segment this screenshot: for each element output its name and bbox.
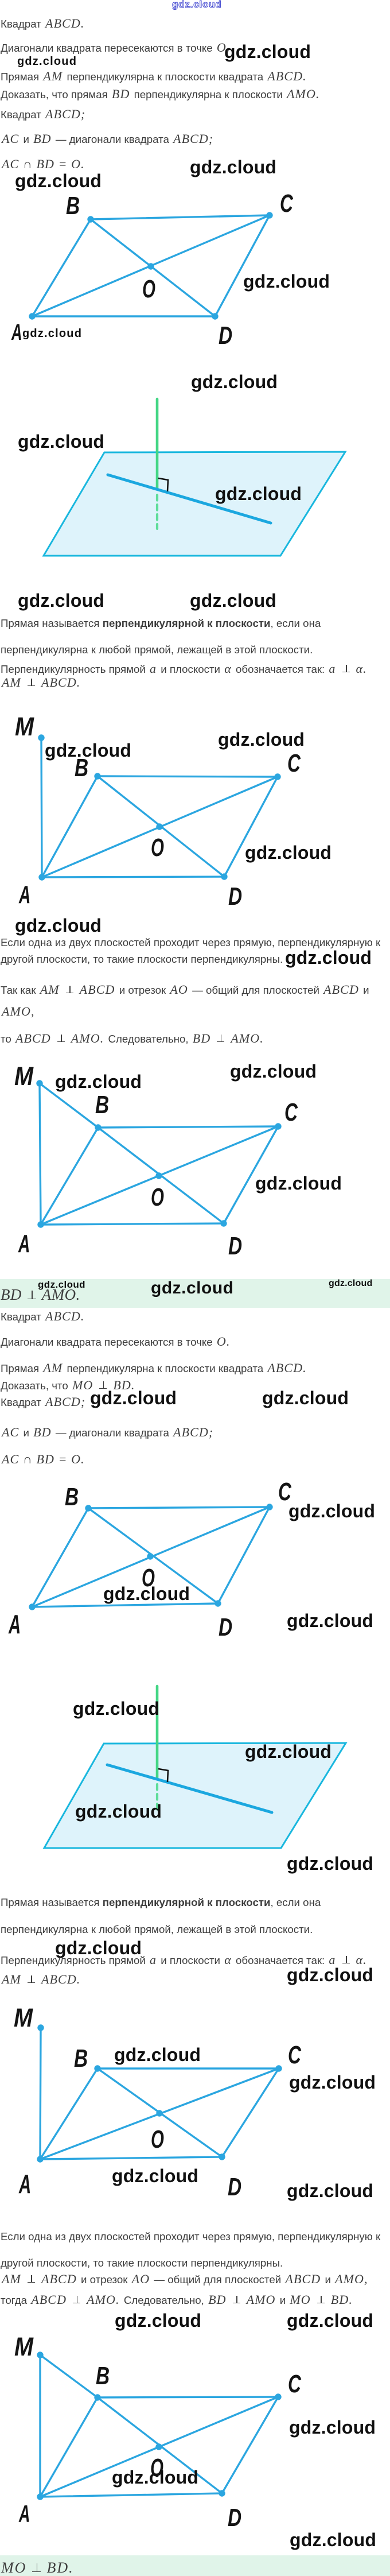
svg-text:B: B — [66, 192, 80, 220]
svg-text:M: M — [14, 1062, 34, 1091]
svg-text:B: B — [95, 1091, 109, 1119]
svg-text:O: O — [151, 833, 164, 861]
svg-text:C: C — [278, 1478, 292, 1506]
svg-text:A: A — [11, 320, 22, 345]
svg-text:C: C — [284, 1098, 298, 1126]
svg-text:A: A — [18, 1230, 30, 1258]
svg-text:D: D — [228, 1233, 242, 1260]
svg-text:M: M — [14, 2004, 34, 2032]
svg-text:A: A — [18, 881, 30, 909]
svg-text:D: D — [219, 322, 232, 350]
svg-text:O: O — [142, 1563, 155, 1591]
svg-text:A: A — [18, 2170, 31, 2199]
svg-text:B: B — [96, 2362, 110, 2390]
svg-text:C: C — [288, 2370, 302, 2398]
svg-text:B: B — [65, 1483, 79, 1511]
svg-text:M: M — [15, 712, 35, 741]
svg-text:B: B — [74, 2045, 88, 2073]
svg-text:D: D — [228, 883, 242, 911]
svg-text:O: O — [151, 2125, 164, 2153]
svg-text:C: C — [280, 189, 294, 218]
svg-text:D: D — [228, 2174, 241, 2201]
svg-text:D: D — [219, 1614, 232, 1641]
svg-text:O: O — [151, 1183, 164, 1211]
svg-text:O: O — [142, 274, 155, 303]
svg-text:A: A — [18, 2501, 30, 2527]
svg-text:D: D — [228, 2504, 241, 2532]
svg-text:M: M — [14, 2333, 34, 2361]
svg-text:O: O — [150, 2453, 163, 2481]
svg-text:B: B — [75, 754, 88, 782]
svg-text:C: C — [288, 2041, 302, 2069]
svg-text:C: C — [287, 749, 301, 777]
svg-text:A: A — [8, 1610, 21, 1640]
